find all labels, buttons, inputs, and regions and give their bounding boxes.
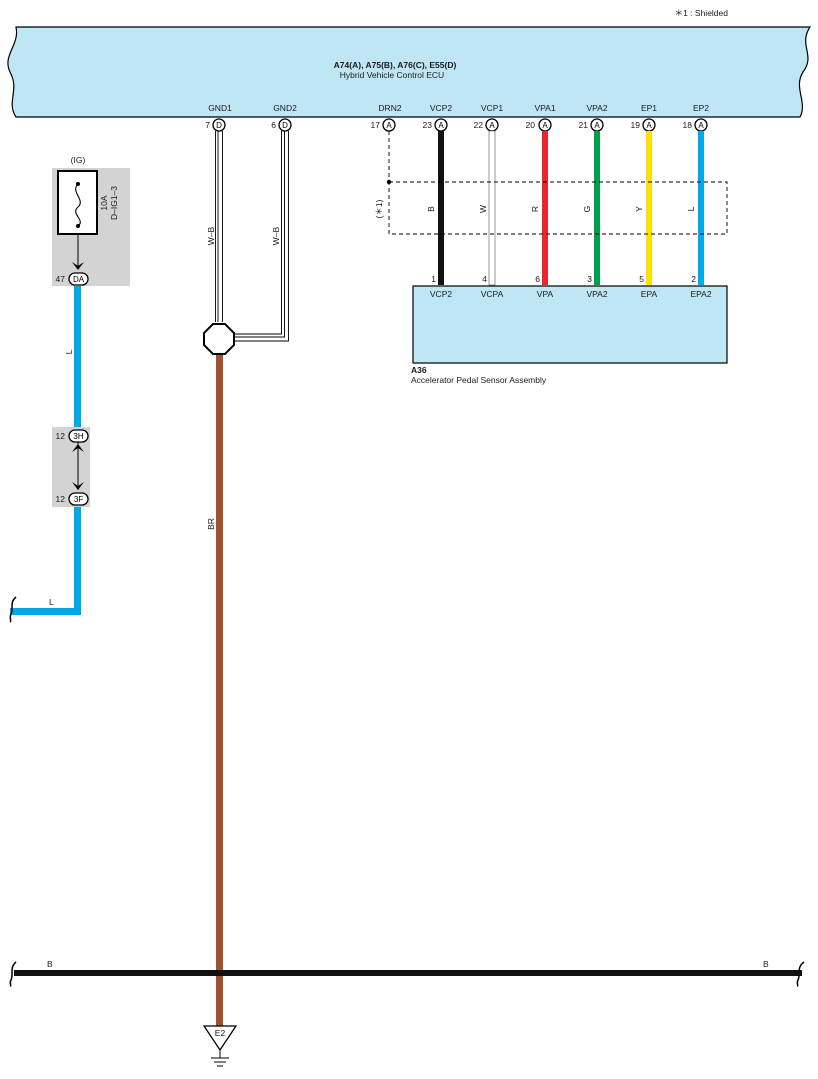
shield (386, 131, 728, 235)
shield-label: (＊1) (374, 199, 384, 218)
svg-text:17: 17 (371, 120, 381, 130)
ecu-pin-drn2: DRN2 17 A (371, 103, 402, 132)
svg-text:23: 23 (423, 120, 433, 130)
svg-text:DA: DA (73, 275, 85, 284)
wire-supply-l (10, 286, 81, 615)
splice-point (203, 323, 235, 355)
wire-ground-br (216, 352, 223, 1026)
wire-break-left (9, 596, 17, 623)
wire-label-supply-lower: L (49, 597, 54, 607)
svg-text:D: D (216, 121, 222, 130)
ecu-pin-gnd1: GND1 7 D (205, 103, 232, 132)
svg-text:18: 18 (683, 120, 693, 130)
svg-text:A: A (386, 121, 392, 130)
wire-code-y: Y (634, 206, 644, 212)
wire-label-br: BR (206, 518, 216, 530)
sensor-pin-name-vcp2: VCP2 (430, 289, 452, 299)
svg-text:GND2: GND2 (273, 103, 297, 113)
wire-vcp2 (438, 131, 444, 285)
sensor-pin-name-vpa2: VPA2 (586, 289, 607, 299)
svg-text:EP2: EP2 (693, 103, 709, 113)
fuse-rating: 10A (99, 195, 109, 210)
svg-text:VCP2: VCP2 (430, 103, 452, 113)
ecu-pin-ep1: EP1 19 A (631, 103, 657, 132)
svg-text:A: A (698, 121, 704, 130)
svg-text:VCP1: VCP1 (481, 103, 503, 113)
svg-text:19: 19 (631, 120, 641, 130)
sensor-pin-name-epa: EPA (641, 289, 658, 299)
bus-label-right: B (763, 959, 769, 969)
wire-gnd2 (235, 131, 289, 342)
sensor-pin-2: 2 (691, 274, 696, 284)
wire-code-w: W (478, 205, 488, 213)
ecu-pin-gnd2: GND2 6 D (271, 103, 297, 132)
sensor-pin-1: 1 (431, 274, 436, 284)
svg-text:6: 6 (271, 120, 276, 130)
ecu-box (7, 26, 812, 118)
wire-code-b: B (426, 206, 436, 212)
sensor-pin-name-epa2: EPA2 (690, 289, 711, 299)
sensor-pin-name-vcpa: VCPA (481, 289, 504, 299)
sensor-pin-5: 5 (639, 274, 644, 284)
svg-text:GND1: GND1 (208, 103, 232, 113)
svg-text:3F: 3F (74, 495, 83, 504)
svg-text:7: 7 (205, 120, 210, 130)
svg-text:VPA1: VPA1 (534, 103, 555, 113)
ecu-pin-ep2: EP2 18 A (683, 103, 709, 132)
connector-3h-pin: 12 (56, 431, 66, 441)
connector-3f-pin: 12 (56, 494, 66, 504)
svg-text:20: 20 (526, 120, 536, 130)
sensor-pin-4: 4 (482, 274, 487, 284)
ground-bus (9, 961, 805, 987)
ground-point-label: E2 (215, 1028, 226, 1038)
wire-ep2 (698, 131, 704, 285)
svg-text:21: 21 (579, 120, 589, 130)
svg-text:A: A (438, 121, 444, 130)
sensor-pin-3: 3 (587, 274, 592, 284)
sensor-id: A36 (411, 365, 427, 375)
svg-text:3H: 3H (73, 432, 83, 441)
connector-da-pin: 47 (56, 274, 66, 284)
wire-gnd1 (215, 131, 223, 322)
fuse-name: D–IG1–3 (109, 186, 119, 220)
wire-ep1 (646, 131, 652, 285)
svg-text:DRN2: DRN2 (378, 103, 401, 113)
fuse-supply: (IG) (71, 155, 86, 165)
svg-text:A: A (489, 121, 495, 130)
bus-label-left: B (47, 959, 53, 969)
fuse-icon (57, 170, 98, 235)
ecu-title: A74(A), A75(B), A76(C), E55(D) (334, 60, 457, 70)
svg-text:A: A (542, 121, 548, 130)
connector-3h: 3H (68, 429, 89, 443)
ground-icon (202, 1025, 238, 1067)
shield-note: ＊1 : Shielded (675, 8, 729, 18)
wire-label-supply-upper: L (64, 349, 74, 354)
svg-text:A: A (646, 121, 652, 130)
wire-code-l: L (686, 206, 696, 211)
wire-vpa2 (594, 131, 600, 285)
svg-text:22: 22 (474, 120, 484, 130)
svg-text:EP1: EP1 (641, 103, 657, 113)
connector-da: DA (68, 272, 89, 286)
wire-vcp1 (488, 130, 496, 286)
sensor-pin-6: 6 (535, 274, 540, 284)
sensor-box (412, 285, 728, 364)
wire-vpa1 (542, 131, 548, 285)
wire-code-r: R (530, 206, 540, 212)
sensor-pin-name-vpa: VPA (537, 289, 554, 299)
ecu-subtitle: Hybrid Vehicle Control ECU (340, 70, 444, 80)
connector-3f: 3F (68, 492, 89, 506)
wire-label-gnd1: W–B (206, 226, 216, 245)
svg-text:VPA2: VPA2 (586, 103, 607, 113)
wire-code-g: G (582, 206, 592, 213)
svg-text:A: A (594, 121, 600, 130)
ecu-pin-vcp1: VCP1 22 A (474, 103, 503, 132)
svg-text:D: D (282, 121, 288, 130)
wire-label-gnd2: W–B (271, 226, 281, 245)
sensor-name: Accelerator Pedal Sensor Assembly (411, 375, 547, 385)
